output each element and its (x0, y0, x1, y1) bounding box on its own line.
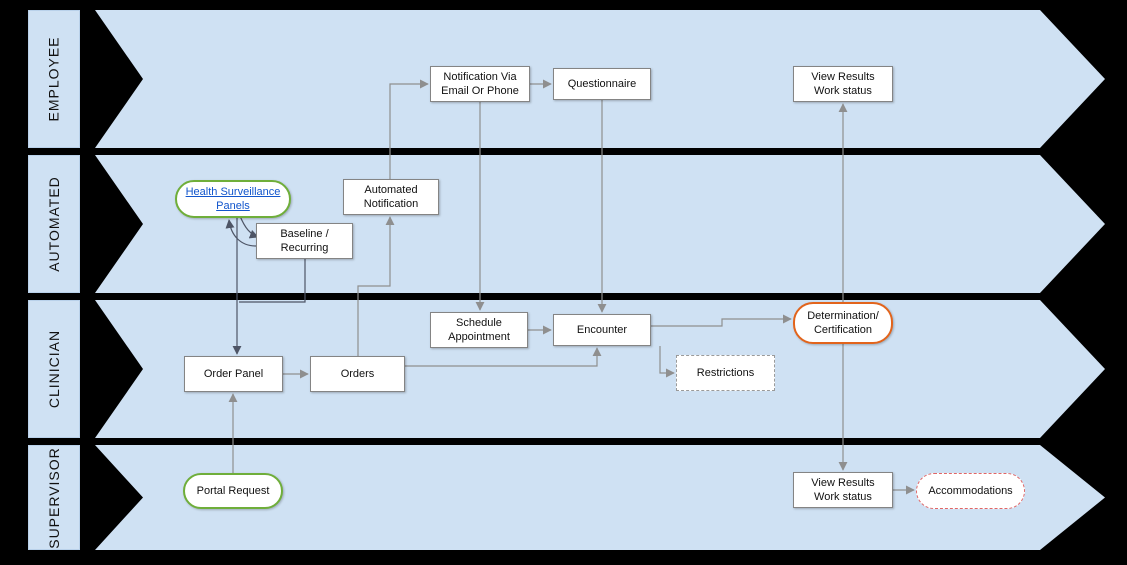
lane-label-text: EMPLOYEE (46, 36, 62, 122)
lane-band-automated (95, 155, 1105, 293)
node-restrictions: Restrictions (676, 355, 775, 391)
node-view-results-employee: View Results Work status (793, 66, 893, 102)
node-health-surveillance-panels: Health Surveillance Panels (175, 180, 291, 218)
lane-label-automated: AUTOMATED (28, 155, 80, 293)
node-view-results-supervisor: View Results Work status (793, 472, 893, 508)
lane-label-text: AUTOMATED (46, 176, 63, 272)
lane-label-supervisor: SUPERVISOR (28, 445, 80, 550)
node-questionnaire: Questionnaire (553, 68, 651, 100)
lane-label-clinician: CLINICIAN (28, 300, 80, 438)
node-encounter: Encounter (553, 314, 651, 346)
node-determination-certification: Determination/ Certification (793, 302, 893, 344)
node-accommodations: Accommodations (916, 473, 1025, 509)
node-automated-notification: Automated Notification (343, 179, 439, 215)
lane-label-employee: EMPLOYEE (28, 10, 80, 148)
node-portal-request: Portal Request (183, 473, 283, 509)
node-order-panel: Order Panel (184, 356, 283, 392)
health-surveillance-panels-link[interactable]: Health Surveillance Panels (185, 185, 281, 212)
node-notification-via-email-or-phone: Notification Via Email Or Phone (430, 66, 530, 102)
lane-label-text: CLINICIAN (46, 329, 63, 409)
node-schedule-appointment: Schedule Appointment (430, 312, 528, 348)
lane-label-text: SUPERVISOR (46, 446, 63, 549)
node-orders: Orders (310, 356, 405, 392)
node-baseline-recurring: Baseline / Recurring (256, 223, 353, 259)
